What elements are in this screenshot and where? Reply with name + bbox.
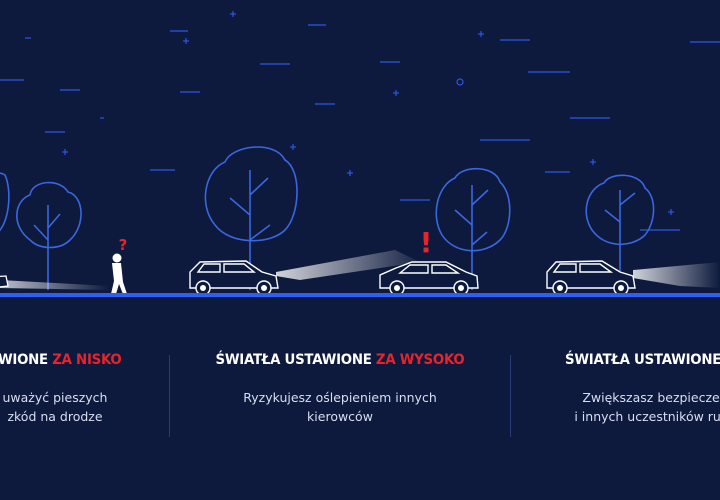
panel-desc-line-2: zkód na drodze xyxy=(7,409,103,424)
panel-title: ŚWIATŁA USTAWIONE PR xyxy=(503,352,720,368)
title-prefix: ŚWIATŁA USTAWIONE xyxy=(215,352,376,368)
panel-proper: ŚWIATŁA USTAWIONE PR Zwiększasz bezpiecz… xyxy=(490,352,720,426)
road-line xyxy=(0,293,720,297)
title-prefix: ŚWIATŁA USTAWIONE xyxy=(565,352,720,368)
panel-desc-line-1: uważyć pieszych xyxy=(2,390,108,405)
divider xyxy=(169,355,170,437)
low-beam-left xyxy=(0,280,110,290)
panel-desc-line-1: Zwiększasz bezpieczeń xyxy=(582,390,720,405)
panel-title: ŚWIATŁA USTAWIONE ZA WYSOKO xyxy=(188,352,492,368)
question-mark-icon: ? xyxy=(119,236,128,254)
panel-too-low: AWIONE ZA NISKO uważyć pieszych zkód na … xyxy=(0,352,220,426)
night-sky-decoration xyxy=(0,11,720,231)
panel-desc-line-1: Ryzykujesz oślepieniem innych xyxy=(243,390,437,405)
panel-desc-line-2: kierowców xyxy=(307,409,373,424)
title-prefix: AWIONE xyxy=(0,352,48,368)
exclamation-mark-icon: ! xyxy=(420,226,433,259)
high-beam xyxy=(276,250,420,280)
car-3 xyxy=(546,260,636,296)
panel-desc-line-2: i innych uczestników ruch xyxy=(574,409,720,424)
panel-too-high: ŚWIATŁA USTAWIONE ZA WYSOKO Ryzykujesz o… xyxy=(175,352,505,426)
pedestrian-figure xyxy=(111,253,127,294)
car-2 xyxy=(379,261,479,296)
car-1 xyxy=(189,260,279,296)
divider xyxy=(510,355,511,437)
title-highlight: ZA NISKO xyxy=(52,352,122,368)
proper-beam xyxy=(633,262,720,288)
car-left-partial xyxy=(0,275,9,288)
trees xyxy=(0,146,655,290)
panel-title: AWIONE ZA NISKO xyxy=(0,352,207,368)
title-highlight: ZA WYSOKO xyxy=(375,352,465,368)
night-road-scene: ? ! xyxy=(0,11,720,296)
